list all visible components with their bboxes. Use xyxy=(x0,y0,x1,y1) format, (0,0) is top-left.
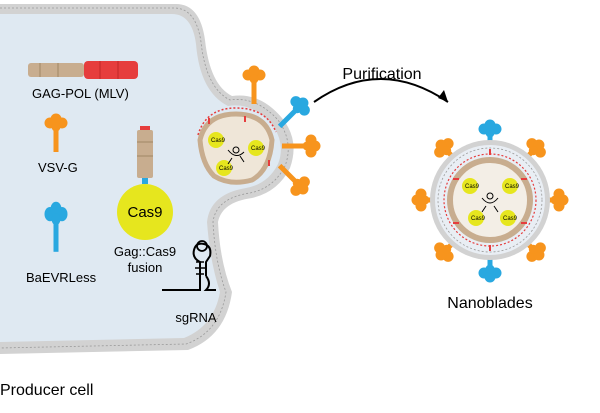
producer-cell-label: Producer cell xyxy=(0,382,93,399)
nanoblades-label: Nanoblades xyxy=(447,295,532,312)
purification-label: Purification xyxy=(342,66,421,83)
cas9-small-label: Cas9 xyxy=(251,146,266,152)
sgrna-icon xyxy=(162,240,216,291)
gag-pol-label: GAG-POL (MLV) xyxy=(32,86,129,101)
gag-cas9-label-line1: Gag::Cas9 xyxy=(114,244,176,259)
baevrless-label: BaEVRLess xyxy=(26,270,97,285)
budding-particle: Cas9 Cas9 Cas9 xyxy=(197,107,277,185)
cas9-label: Cas9 xyxy=(127,204,162,221)
gag-cas9-fusion xyxy=(117,126,173,240)
cas9-small-label: Cas9 xyxy=(471,216,486,222)
cas9-small-label: Cas9 xyxy=(503,216,518,222)
cas9-small-label: Cas9 xyxy=(219,166,234,172)
gag-pol-bar xyxy=(28,61,138,79)
vsvg-label: VSV-G xyxy=(38,160,78,175)
cas9-icon xyxy=(117,184,173,240)
sgrna-label: sgRNA xyxy=(175,310,217,325)
cas9-small-label: Cas9 xyxy=(211,138,226,144)
purification-arrow xyxy=(313,78,449,103)
cas9-small-label: Cas9 xyxy=(505,184,520,190)
nanoblade-particle: Cas9 Cas9 Cas9 Cas9 xyxy=(411,119,569,283)
gag-cas9-label-line2: fusion xyxy=(128,260,163,275)
cas9-small-label: Cas9 xyxy=(465,184,480,190)
